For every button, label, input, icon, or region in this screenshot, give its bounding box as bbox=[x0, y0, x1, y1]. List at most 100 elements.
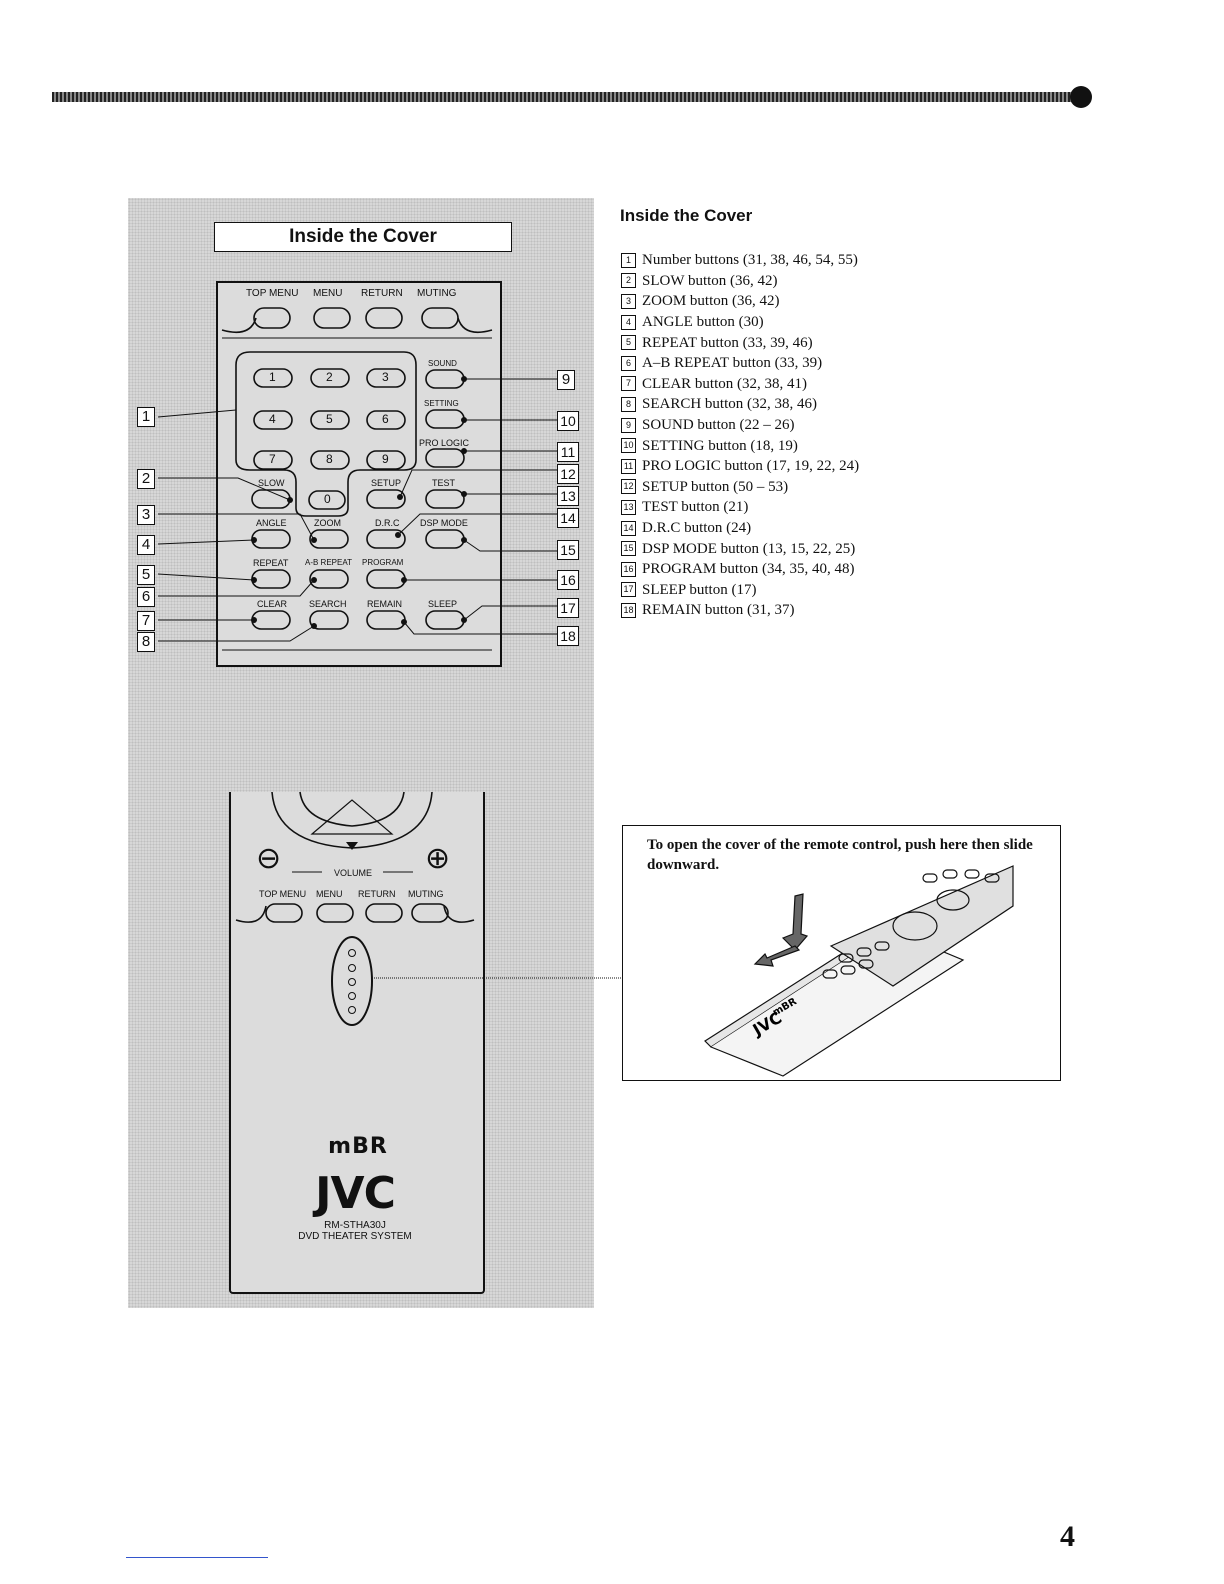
item-number-box: 6 bbox=[621, 355, 636, 371]
callout-15: 15 bbox=[557, 540, 579, 560]
key-0-label: 0 bbox=[324, 492, 331, 506]
callout-7: 7 bbox=[137, 611, 155, 631]
item-text: SLOW button (36, 42) bbox=[642, 272, 778, 289]
menu-button bbox=[313, 307, 351, 329]
item-text: DSP MODE button (13, 15, 22, 25) bbox=[642, 540, 856, 557]
item-text: SEARCH button (32, 38, 46) bbox=[642, 396, 818, 413]
callout-instruction: To open the cover of the remote control,… bbox=[647, 837, 1033, 873]
callout-9: 9 bbox=[557, 370, 575, 390]
callout-11: 11 bbox=[557, 442, 579, 462]
top-menu-button bbox=[253, 307, 291, 329]
model-number: RM-STHA30J bbox=[324, 1220, 386, 1231]
item-text: PRO LOGIC button (17, 19, 22, 24) bbox=[642, 458, 860, 475]
decorative-top-rule bbox=[52, 92, 1082, 102]
callout-1: 1 bbox=[137, 407, 155, 427]
label-repeat: REPEAT bbox=[253, 558, 289, 568]
label-muting-lower: MUTING bbox=[408, 889, 444, 899]
label-drc: D.R.C bbox=[375, 518, 400, 528]
model-description: DVD THEATER SYSTEM bbox=[298, 1231, 412, 1242]
item-number-box: 4 bbox=[621, 314, 636, 330]
callout-17: 17 bbox=[557, 598, 579, 618]
label-pro-logic: PRO LOGIC bbox=[419, 438, 470, 448]
item-number-box: 9 bbox=[621, 417, 636, 433]
item-text: TEST button (21) bbox=[642, 499, 749, 516]
key-4-label: 4 bbox=[269, 412, 276, 426]
label-slow: SLOW bbox=[258, 478, 285, 488]
label-muting: MUTING bbox=[417, 288, 457, 299]
decorative-rule-end-dot bbox=[1070, 86, 1092, 108]
callout-12: 12 bbox=[557, 464, 579, 484]
label-sound: SOUND bbox=[428, 359, 457, 368]
key-3-label: 3 bbox=[382, 370, 389, 384]
list-item: 18 REMAIN button (31, 37) bbox=[621, 600, 859, 621]
page-number: 4 bbox=[1060, 1520, 1075, 1553]
remote-cover-illustration: mBR JVC bbox=[704, 865, 1014, 1077]
label-clear: CLEAR bbox=[257, 599, 288, 609]
item-number-box: 2 bbox=[621, 273, 636, 289]
list-item: 10 SETTING button (18, 19) bbox=[621, 435, 859, 456]
list-item: 6 A–B REPEAT button (33, 39) bbox=[621, 353, 859, 374]
label-volume: VOLUME bbox=[334, 868, 373, 878]
item-number-box: 3 bbox=[621, 293, 636, 309]
label-zoom: ZOOM bbox=[314, 518, 341, 528]
item-text: SETTING button (18, 19) bbox=[642, 437, 798, 454]
cover-open-callout: To open the cover of the remote control,… bbox=[622, 825, 1061, 1081]
key-8-label: 8 bbox=[326, 452, 333, 466]
label-setup: SETUP bbox=[371, 478, 402, 488]
callout-16: 16 bbox=[557, 570, 579, 590]
item-number-box: 16 bbox=[621, 561, 636, 577]
section-heading: Inside the Cover bbox=[620, 206, 753, 225]
label-program: PROGRAM bbox=[362, 558, 404, 567]
item-text: PROGRAM button (34, 35, 40, 48) bbox=[642, 561, 855, 578]
label-menu-lower: MENU bbox=[316, 889, 343, 899]
label-return-lower: RETURN bbox=[358, 889, 396, 899]
callout-6: 6 bbox=[137, 587, 155, 607]
list-item: 13 TEST button (21) bbox=[621, 497, 859, 518]
item-text: A–B REPEAT button (33, 39) bbox=[642, 355, 823, 372]
volume-plus-icon: ⊕ bbox=[425, 842, 451, 875]
item-number-box: 18 bbox=[621, 602, 636, 618]
list-item: 14 D.R.C button (24) bbox=[621, 518, 859, 539]
callout-5: 5 bbox=[137, 565, 155, 585]
item-number-box: 14 bbox=[621, 520, 636, 536]
item-text: REMAIN button (31, 37) bbox=[642, 602, 795, 619]
label-top-menu: TOP MENU bbox=[246, 288, 299, 299]
item-number-box: 12 bbox=[621, 479, 636, 495]
return-button bbox=[365, 307, 403, 329]
callout-2: 2 bbox=[137, 469, 155, 489]
callout-14: 14 bbox=[557, 508, 579, 528]
item-text: SLEEP button (17) bbox=[642, 581, 757, 598]
key-6-label: 6 bbox=[382, 412, 389, 426]
item-text: CLEAR button (32, 38, 41) bbox=[642, 375, 807, 392]
item-number-box: 10 bbox=[621, 438, 636, 454]
label-setting: SETTING bbox=[424, 399, 459, 408]
key-5-label: 5 bbox=[326, 412, 333, 426]
item-text: ZOOM button (36, 42) bbox=[642, 293, 780, 310]
item-number-box: 1 bbox=[621, 252, 636, 268]
item-number-box: 7 bbox=[621, 376, 636, 392]
list-item: 3 ZOOM button (36, 42) bbox=[621, 291, 859, 312]
callout-18: 18 bbox=[557, 626, 579, 646]
volume-minus-icon: ⊖ bbox=[256, 842, 282, 875]
label-dsp-mode: DSP MODE bbox=[420, 518, 468, 528]
list-item: 16 PROGRAM button (34, 35, 40, 48) bbox=[621, 559, 859, 580]
item-number-box: 13 bbox=[621, 499, 636, 515]
label-sleep: SLEEP bbox=[428, 599, 458, 609]
list-item: 2 SLOW button (36, 42) bbox=[621, 271, 859, 292]
model-text: RM-STHA30J DVD THEATER SYSTEM bbox=[270, 1220, 440, 1242]
muting-button bbox=[421, 307, 459, 329]
label-search: SEARCH bbox=[309, 599, 347, 609]
callout-8: 8 bbox=[137, 632, 155, 652]
item-text: D.R.C button (24) bbox=[642, 520, 752, 537]
label-angle: ANGLE bbox=[256, 518, 287, 528]
key-9-label: 9 bbox=[382, 452, 389, 466]
brand-jvc-logo: JVC bbox=[315, 1168, 396, 1219]
item-number-box: 11 bbox=[621, 458, 636, 474]
